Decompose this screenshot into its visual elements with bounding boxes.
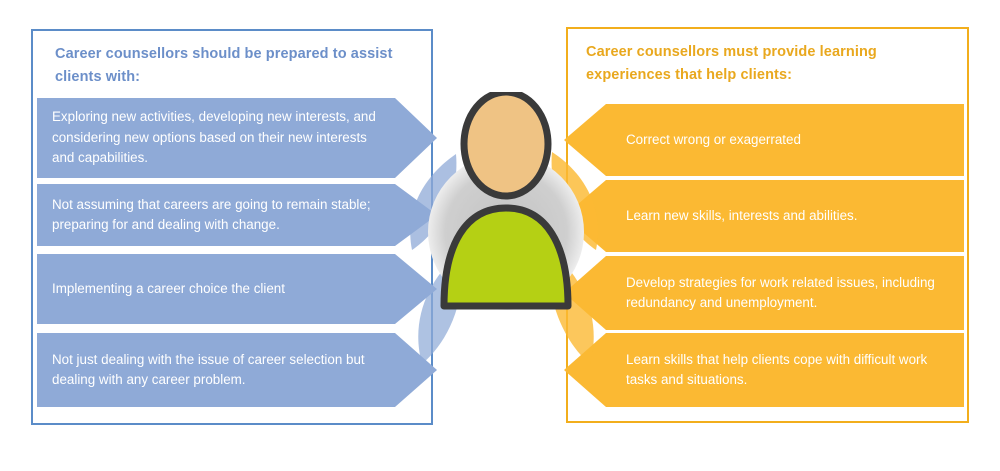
person-head <box>460 92 552 200</box>
list-item-label: Not assuming that careers are going to r… <box>52 196 371 232</box>
list-item-label: Learn skills that help clients cope with… <box>626 351 928 388</box>
left-panel-title: Career counsellors should be prepared to… <box>55 46 393 85</box>
list-item[interactable]: Implementing a career choice the client <box>37 254 437 324</box>
list-item[interactable]: Exploring new activities, developing new… <box>37 98 437 178</box>
list-item-label: Learn new skills, interests and abilitie… <box>626 207 858 223</box>
list-item[interactable]: Learn new skills, interests and abilitie… <box>564 180 964 252</box>
list-item-label: Exploring new activities, developing new… <box>52 109 376 166</box>
list-item[interactable]: Not assuming that careers are going to r… <box>37 184 437 246</box>
list-item[interactable]: Learn skills that help clients cope with… <box>564 333 964 407</box>
list-item-label: Not just dealing with the issue of caree… <box>52 351 365 387</box>
person-halo <box>428 154 584 310</box>
list-item-label: Implementing a career choice the client <box>52 280 285 296</box>
person-body <box>440 204 572 310</box>
list-item-label: Develop strategies for work related issu… <box>626 274 935 311</box>
list-item-label: Correct wrong or exagerrated <box>626 131 801 147</box>
right-panel-title: Career counsellors must provide learning… <box>586 44 877 83</box>
list-item[interactable]: Develop strategies for work related issu… <box>564 256 964 330</box>
list-item[interactable]: Not just dealing with the issue of caree… <box>37 333 437 407</box>
list-item[interactable]: Correct wrong or exagerrated <box>564 104 964 176</box>
